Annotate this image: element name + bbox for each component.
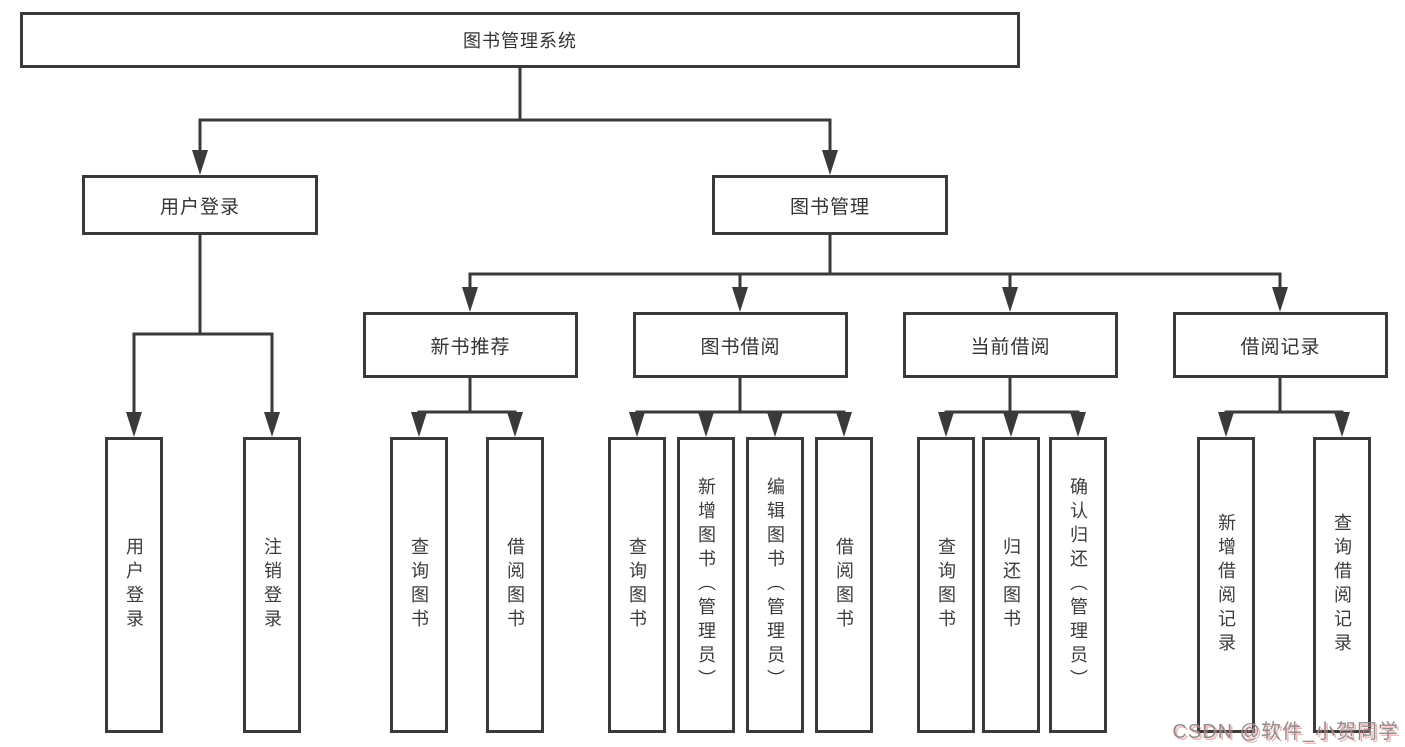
leaf-add-book-admin: 新增图书（管理员） — [677, 437, 735, 733]
leaf-label: 归还图书 — [1001, 537, 1021, 633]
leaf-borrow-books-1: 借阅图书 — [486, 437, 544, 733]
leaf-add-borrow-record: 新增借阅记录 — [1197, 437, 1255, 733]
leaf-query-books-2: 查询图书 — [608, 437, 666, 733]
leaf-user-login: 用户登录 — [105, 437, 163, 733]
leaf-label: 借阅图书 — [834, 537, 854, 633]
node-new-book-recommend: 新书推荐 — [363, 312, 578, 378]
leaf-confirm-return-admin: 确认归还（管理员） — [1049, 437, 1107, 733]
leaf-label: 确认归还（管理员） — [1068, 477, 1088, 693]
leaf-logout: 注销登录 — [243, 437, 301, 733]
node-book-management: 图书管理 — [712, 175, 948, 235]
leaf-label: 编辑图书（管理员） — [765, 477, 785, 693]
leaf-label: 新增图书（管理员） — [696, 477, 716, 693]
leaf-label: 查询借阅记录 — [1332, 513, 1352, 657]
leaf-label: 查询图书 — [627, 537, 647, 633]
node-user-login: 用户登录 — [82, 175, 318, 235]
leaf-return-books: 归还图书 — [982, 437, 1040, 733]
node-library-management-system: 图书管理系统 — [20, 12, 1020, 68]
leaf-query-books-3: 查询图书 — [917, 437, 975, 733]
csdn-watermark: CSDN @软件_小贺同学 — [1172, 721, 1399, 743]
leaf-label: 注销登录 — [262, 537, 282, 633]
node-current-borrowing: 当前借阅 — [903, 312, 1118, 378]
node-book-borrowing: 图书借阅 — [633, 312, 848, 378]
leaf-label: 用户登录 — [124, 537, 144, 633]
leaf-label: 借阅图书 — [505, 537, 525, 633]
leaf-query-books-1: 查询图书 — [390, 437, 448, 733]
leaf-label: 查询图书 — [936, 537, 956, 633]
leaf-query-borrow-record: 查询借阅记录 — [1313, 437, 1371, 733]
leaf-borrow-books-2: 借阅图书 — [815, 437, 873, 733]
node-borrowing-records: 借阅记录 — [1173, 312, 1388, 378]
leaf-label: 查询图书 — [409, 537, 429, 633]
leaf-label: 新增借阅记录 — [1216, 513, 1236, 657]
leaf-edit-book-admin: 编辑图书（管理员） — [746, 437, 804, 733]
